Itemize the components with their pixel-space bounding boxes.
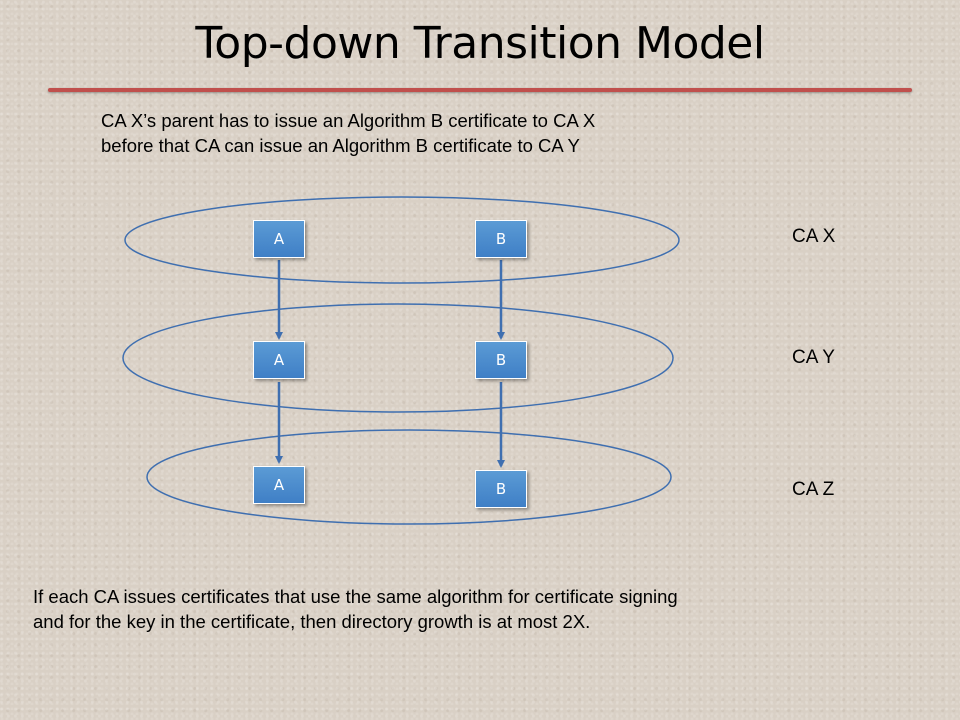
- ca-z-ellipse: [146, 429, 672, 525]
- ca-z-node-b: B: [475, 470, 527, 508]
- top-description-line-1: CA X’s parent has to issue an Algorithm …: [101, 110, 596, 131]
- bottom-description: If each CA issues certificates that use …: [33, 584, 933, 634]
- ca-y-node-a: A: [253, 341, 305, 379]
- ca-y-node-b: B: [475, 341, 527, 379]
- top-description: CA X’s parent has to issue an Algorithm …: [101, 108, 821, 158]
- slide-title: Top-down Transition Model: [195, 18, 765, 69]
- bottom-description-line-1: If each CA issues certificates that use …: [33, 586, 678, 607]
- ca-x-label: CA X: [792, 226, 836, 247]
- ca-z-node-a: A: [253, 466, 305, 504]
- ca-x-node-b: B: [475, 220, 527, 258]
- ca-y-ellipse: [122, 303, 674, 413]
- ca-x-ellipse: [124, 196, 680, 284]
- bottom-description-line-2: and for the key in the certificate, then…: [33, 611, 591, 632]
- top-description-line-2: before that CA can issue an Algorithm B …: [101, 135, 580, 156]
- ca-z-label: CA Z: [792, 479, 835, 500]
- title-underline: [48, 88, 912, 92]
- ca-x-node-a: A: [253, 220, 305, 258]
- ca-y-label: CA Y: [792, 347, 835, 368]
